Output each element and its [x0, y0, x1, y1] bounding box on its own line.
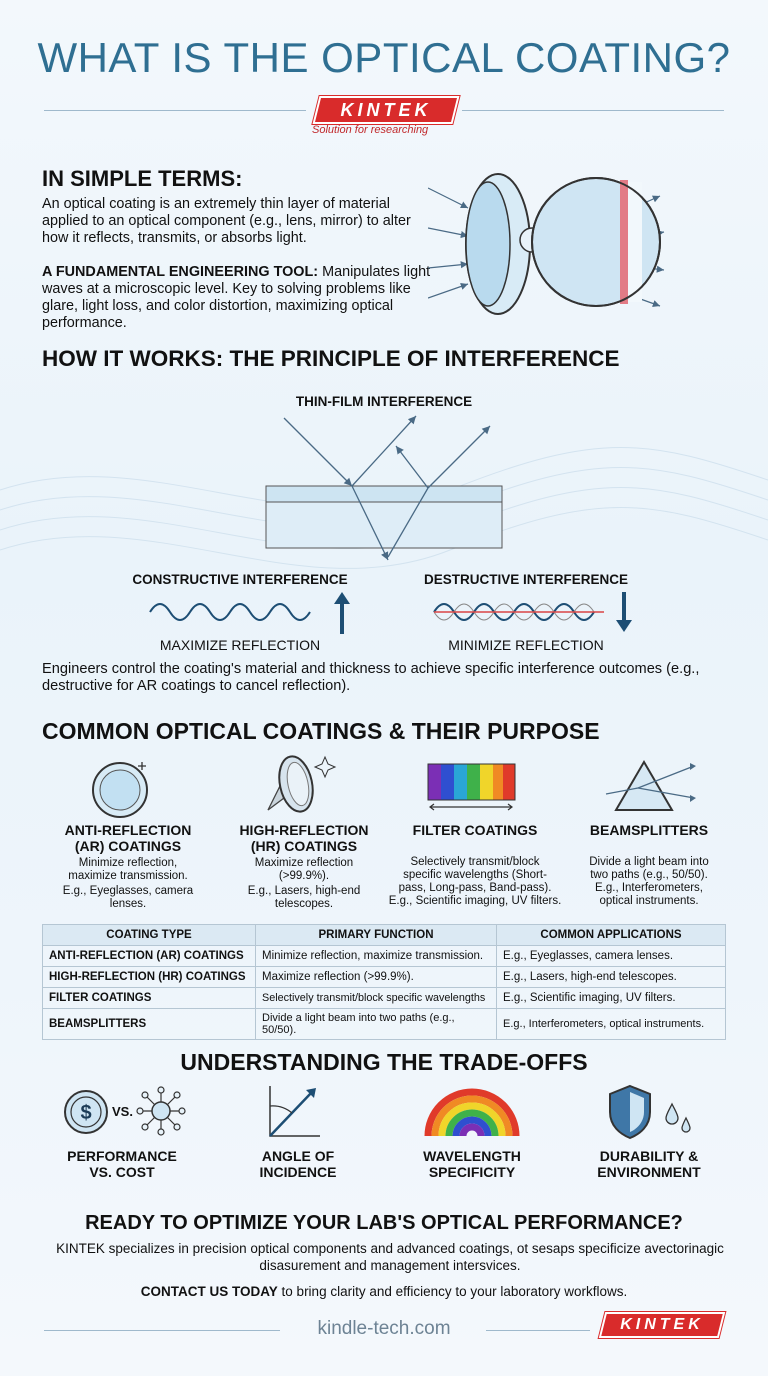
- minimize-reflection-label: MINIMIZE REFLECTION: [448, 637, 604, 653]
- footer-kintek-logo: KINTEK: [598, 1312, 726, 1338]
- tradeoff-durability: DURABILITY & ENVIRONMENT: [597, 1148, 701, 1180]
- dollar-icon: $: [64, 1090, 108, 1134]
- spectrum-icon: [427, 763, 516, 811]
- lens-illustration: [428, 173, 665, 315]
- interference-note: Engineers control the coating's material…: [42, 661, 700, 694]
- tradeoff-performance-cost: PERFORMANCE VS. COST: [67, 1148, 177, 1180]
- coatings-table: COATING TYPE PRIMARY FUNCTION COMMON APP…: [42, 924, 726, 1040]
- table-cell: E.g., Eyeglasses, camera lenses.: [496, 945, 726, 967]
- table-row: FILTER COATINGS Selectively transmit/blo…: [42, 987, 726, 1009]
- table-cell: ANTI-REFLECTION (AR) COATINGS: [42, 945, 256, 967]
- coating-card-hr: HIGH-REFLECTION (HR) COATINGS Maximize r…: [239, 822, 369, 910]
- vs-label: VS.: [112, 1104, 133, 1119]
- network-icon: [136, 1086, 186, 1136]
- cta-heading: READY TO OPTIMIZE YOUR LAB'S OPTICAL PER…: [85, 1212, 683, 1234]
- divider: [462, 110, 724, 111]
- table-cell: FILTER COATINGS: [42, 987, 256, 1009]
- table-cell: Minimize reflection, maximize transmissi…: [255, 945, 497, 967]
- table-cell: Maximize reflection (>99.9%).: [255, 966, 497, 988]
- table-header-cell: COATING TYPE: [42, 924, 256, 946]
- svg-text:$: $: [80, 1102, 91, 1124]
- intro-paragraph: An optical coating is an extremely thin …: [42, 196, 411, 246]
- table-cell: HIGH-REFLECTION (HR) COATINGS: [42, 966, 256, 988]
- constructive-label: CONSTRUCTIVE INTERFERENCE: [132, 572, 348, 587]
- page-title: WHAT IS THE OPTICAL COATING?: [37, 34, 731, 81]
- table-header-cell: COMMON APPLICATIONS: [496, 924, 726, 946]
- coating-card-beamsplitter: BEAMSPLITTERS Divide a light beam into t…: [589, 822, 709, 907]
- constructive-wave-graphic: [149, 592, 350, 634]
- destructive-wave-graphic: [433, 592, 632, 632]
- shield-icon: [609, 1084, 691, 1140]
- lens-icon: [92, 762, 148, 818]
- table-cell: BEAMSPLITTERS: [42, 1008, 256, 1040]
- footer-divider: [486, 1330, 590, 1331]
- website-link[interactable]: kindle-tech.com: [317, 1318, 451, 1339]
- intro-heading: IN SIMPLE TERMS:: [42, 166, 243, 191]
- coating-card-ar: ANTI-REFLECTION (AR) COATINGS Minimize r…: [62, 822, 194, 910]
- table-row: BEAMSPLITTERS Divide a light beam into t…: [42, 1008, 726, 1040]
- coating-card-filter: FILTER COATINGS Selectively transmit/blo…: [388, 822, 562, 907]
- table-row: HIGH-REFLECTION (HR) COATINGS Maximize r…: [42, 966, 726, 988]
- table-header-row: COATING TYPE PRIMARY FUNCTION COMMON APP…: [42, 924, 726, 946]
- angle-icon: [269, 1086, 320, 1137]
- table-cell: Divide a light beam into two paths (e.g.…: [255, 1008, 497, 1040]
- footer-divider: [44, 1330, 280, 1331]
- thin-film-label: THIN-FILM INTERFERENCE: [295, 394, 473, 409]
- thin-film-diagram: [265, 415, 503, 561]
- coatings-heading: COMMON OPTICAL COATINGS & THEIR PURPOSE: [42, 718, 600, 744]
- prism-icon: [605, 760, 696, 811]
- contact-us-link[interactable]: CONTACT US TODAY: [140, 1284, 278, 1299]
- mirror-icon: [267, 755, 337, 813]
- brand-tagline: Solution for researching: [312, 124, 429, 136]
- cta-contact: CONTACT US TODAY to bring clarity and ef…: [140, 1284, 628, 1299]
- table-cell: Selectively transmit/block specific wave…: [255, 987, 497, 1009]
- tradeoff-angle: ANGLE OF INCIDENCE: [259, 1148, 337, 1180]
- table-cell: E.g., Lasers, high-end telescopes.: [496, 966, 726, 988]
- cta-text: KINTEK specializes in precision optical …: [56, 1241, 724, 1273]
- maximize-reflection-label: MAXIMIZE REFLECTION: [159, 637, 321, 653]
- table-cell: E.g., Scientific imaging, UV filters.: [496, 987, 726, 1009]
- table-row: ANTI-REFLECTION (AR) COATINGS Minimize r…: [42, 945, 726, 967]
- table-cell: E.g., Interferometers, optical instrumen…: [496, 1008, 726, 1040]
- tradeoff-wavelength: WAVELENGTH SPECIFICITY: [423, 1148, 521, 1180]
- divider: [44, 110, 306, 111]
- table-header-cell: PRIMARY FUNCTION: [255, 924, 497, 946]
- rainbow-icon: [424, 1088, 520, 1137]
- destructive-label: DESTRUCTIVE INTERFERENCE: [423, 572, 629, 587]
- kintek-logo: KINTEK: [312, 96, 460, 124]
- intro-tool-text: A FUNDAMENTAL ENGINEERING TOOL: Manipula…: [42, 264, 431, 331]
- tradeoffs-heading: UNDERSTANDING THE TRADE-OFFS: [180, 1049, 588, 1075]
- principle-heading: HOW IT WORKS: THE PRINCIPLE OF INTERFERE…: [42, 346, 620, 371]
